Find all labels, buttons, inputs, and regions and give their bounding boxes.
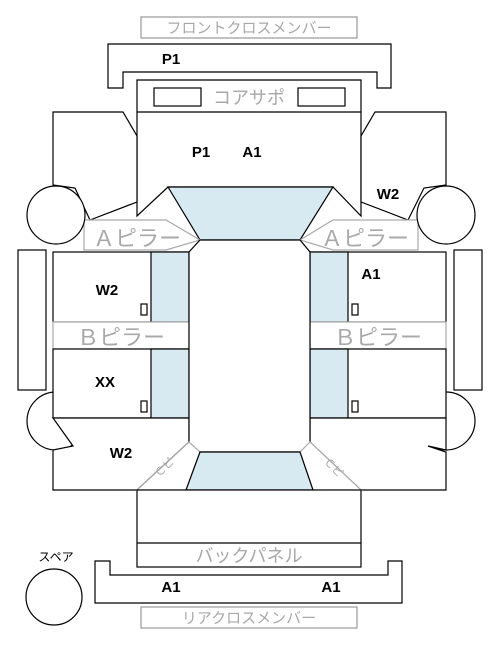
spare-label: スペア: [38, 550, 73, 564]
rear-right-handle: [351, 400, 359, 413]
headlight-right: [297, 87, 346, 107]
front-window-left: [150, 251, 190, 323]
hood-code-2: A1: [242, 144, 261, 161]
core-support-label: コアサポ: [213, 88, 285, 109]
windshield: [166, 186, 335, 241]
front-left-wheel[interactable]: [26, 185, 86, 245]
b-pillar-left[interactable]: [52, 321, 190, 350]
spare-tire[interactable]: [25, 568, 83, 626]
hood-code-1: P1: [192, 144, 210, 161]
front-cross-member-label: フロントクロスメンバー: [166, 19, 331, 37]
a-pillar-left-label: Ａピラー: [93, 227, 181, 252]
front-left-handle: [140, 303, 148, 316]
front-right-wheel[interactable]: [416, 185, 476, 245]
front-door-right-code: A1: [361, 266, 380, 283]
rear-door-left-code: XX: [95, 374, 115, 391]
rear-cross-member-box: [140, 606, 358, 629]
rear-member-part[interactable]: [94, 560, 403, 604]
trunk-lid[interactable]: [136, 489, 362, 568]
front-member-part[interactable]: [107, 43, 392, 89]
rear-left-handle: [140, 400, 148, 413]
rear-cross-member-label: リアクロスメンバー: [182, 609, 316, 627]
front-door-left-code: W2: [96, 282, 119, 299]
front-cross-member-box: [140, 16, 358, 39]
headlight-left: [153, 87, 202, 107]
b-pillar-right-label: Ｂピラー: [334, 326, 422, 351]
a-pillar-left[interactable]: [83, 219, 202, 251]
front-fender-right-code: W2: [377, 186, 400, 203]
roof-panel[interactable]: [188, 239, 311, 453]
side-step-right[interactable]: [453, 249, 483, 391]
front-fender-right[interactable]: [360, 111, 447, 221]
front-member-code: P1: [162, 51, 180, 68]
front-right-handle: [351, 303, 359, 316]
rear-fender-left-code: W2: [110, 445, 133, 462]
front-window-right: [309, 251, 349, 323]
b-pillar-left-label: Ｂピラー: [77, 326, 165, 351]
rear-window-left: [150, 348, 190, 419]
rear-window: [185, 451, 314, 491]
a-pillar-right-label: Ａピラー: [321, 227, 409, 252]
rear-member-right-code: A1: [321, 579, 340, 596]
rear-member-left-code: A1: [161, 579, 180, 596]
back-panel-label: バックパネル: [195, 546, 302, 567]
side-step-left[interactable]: [17, 249, 47, 391]
rear-window-right: [309, 348, 349, 419]
a-pillar-right[interactable]: [298, 219, 419, 251]
